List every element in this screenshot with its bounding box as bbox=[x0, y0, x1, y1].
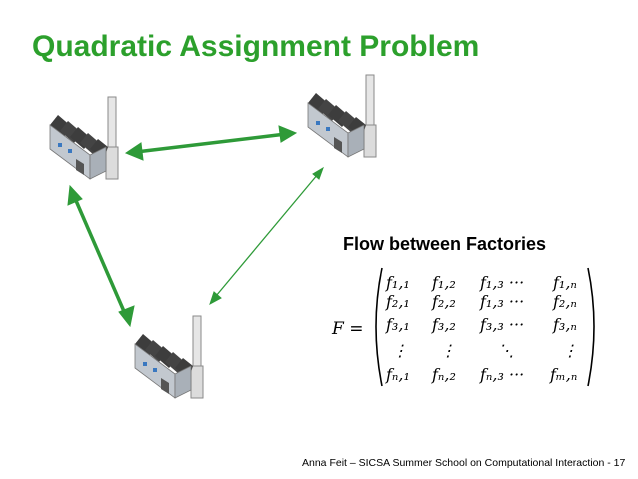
matrix-cell: f₂,₂ bbox=[431, 292, 456, 311]
double-arrow-icon bbox=[215, 173, 319, 297]
arrowhead bbox=[118, 305, 135, 328]
matrix-lhs: F = bbox=[331, 319, 363, 339]
matrix-cell: f₁,ₙ bbox=[552, 273, 577, 292]
double-arrow-icon bbox=[72, 195, 128, 317]
factory-icon bbox=[134, 315, 204, 399]
arrowhead bbox=[312, 166, 324, 180]
factory-icon bbox=[307, 74, 377, 158]
arrowhead bbox=[67, 184, 83, 206]
matrix-cell: f₁,₁ bbox=[385, 273, 410, 292]
matrix-cell: f₁,₃ ··· bbox=[479, 292, 524, 311]
matrix-cell: f₂,ₙ bbox=[552, 292, 577, 311]
arrowhead bbox=[278, 125, 298, 143]
matrix-cell: f₃,₃ ··· bbox=[479, 315, 524, 334]
matrix-left-bracket bbox=[375, 267, 383, 387]
arrowhead bbox=[209, 291, 222, 306]
matrix-cell: fₙ,₃ ··· bbox=[479, 365, 524, 384]
factory-icon bbox=[49, 96, 119, 180]
flow-heading: Flow between Factories bbox=[343, 234, 547, 254]
arrowhead bbox=[124, 142, 144, 161]
matrix-cell: f₁,₃ ··· bbox=[479, 273, 524, 292]
matrix-cell: fₘ,ₙ bbox=[549, 365, 577, 384]
matrix-cell: f₃,₁ bbox=[385, 315, 410, 334]
matrix-cell: f₃,₂ bbox=[431, 315, 456, 334]
matrix-cell: ⋮ bbox=[562, 341, 578, 360]
matrix-cell: ⋮ bbox=[440, 341, 456, 360]
slide-title: Quadratic Assignment Problem bbox=[32, 30, 480, 63]
flow-matrix: F = f₁,₁ f₁,₂ f₁,₃ ··· f₁,ₙ f₂,₁ f₂,₂ f₁… bbox=[331, 267, 595, 387]
matrix-cell: f₁,₂ bbox=[431, 273, 456, 292]
slide-footer: Anna Feit – SICSA Summer School on Compu… bbox=[302, 457, 626, 469]
matrix-cell: f₃,ₙ bbox=[552, 315, 577, 334]
matrix-cell: f₂,₁ bbox=[385, 292, 410, 311]
double-arrow-icon bbox=[135, 132, 287, 154]
matrix-cell: fₙ,₁ bbox=[385, 365, 410, 384]
matrix-cell: ⋮ bbox=[392, 341, 408, 360]
matrix-cell: fₙ,₂ bbox=[431, 365, 456, 384]
matrix-right-bracket bbox=[587, 267, 595, 387]
matrix-cell: ⋱ bbox=[498, 341, 514, 360]
